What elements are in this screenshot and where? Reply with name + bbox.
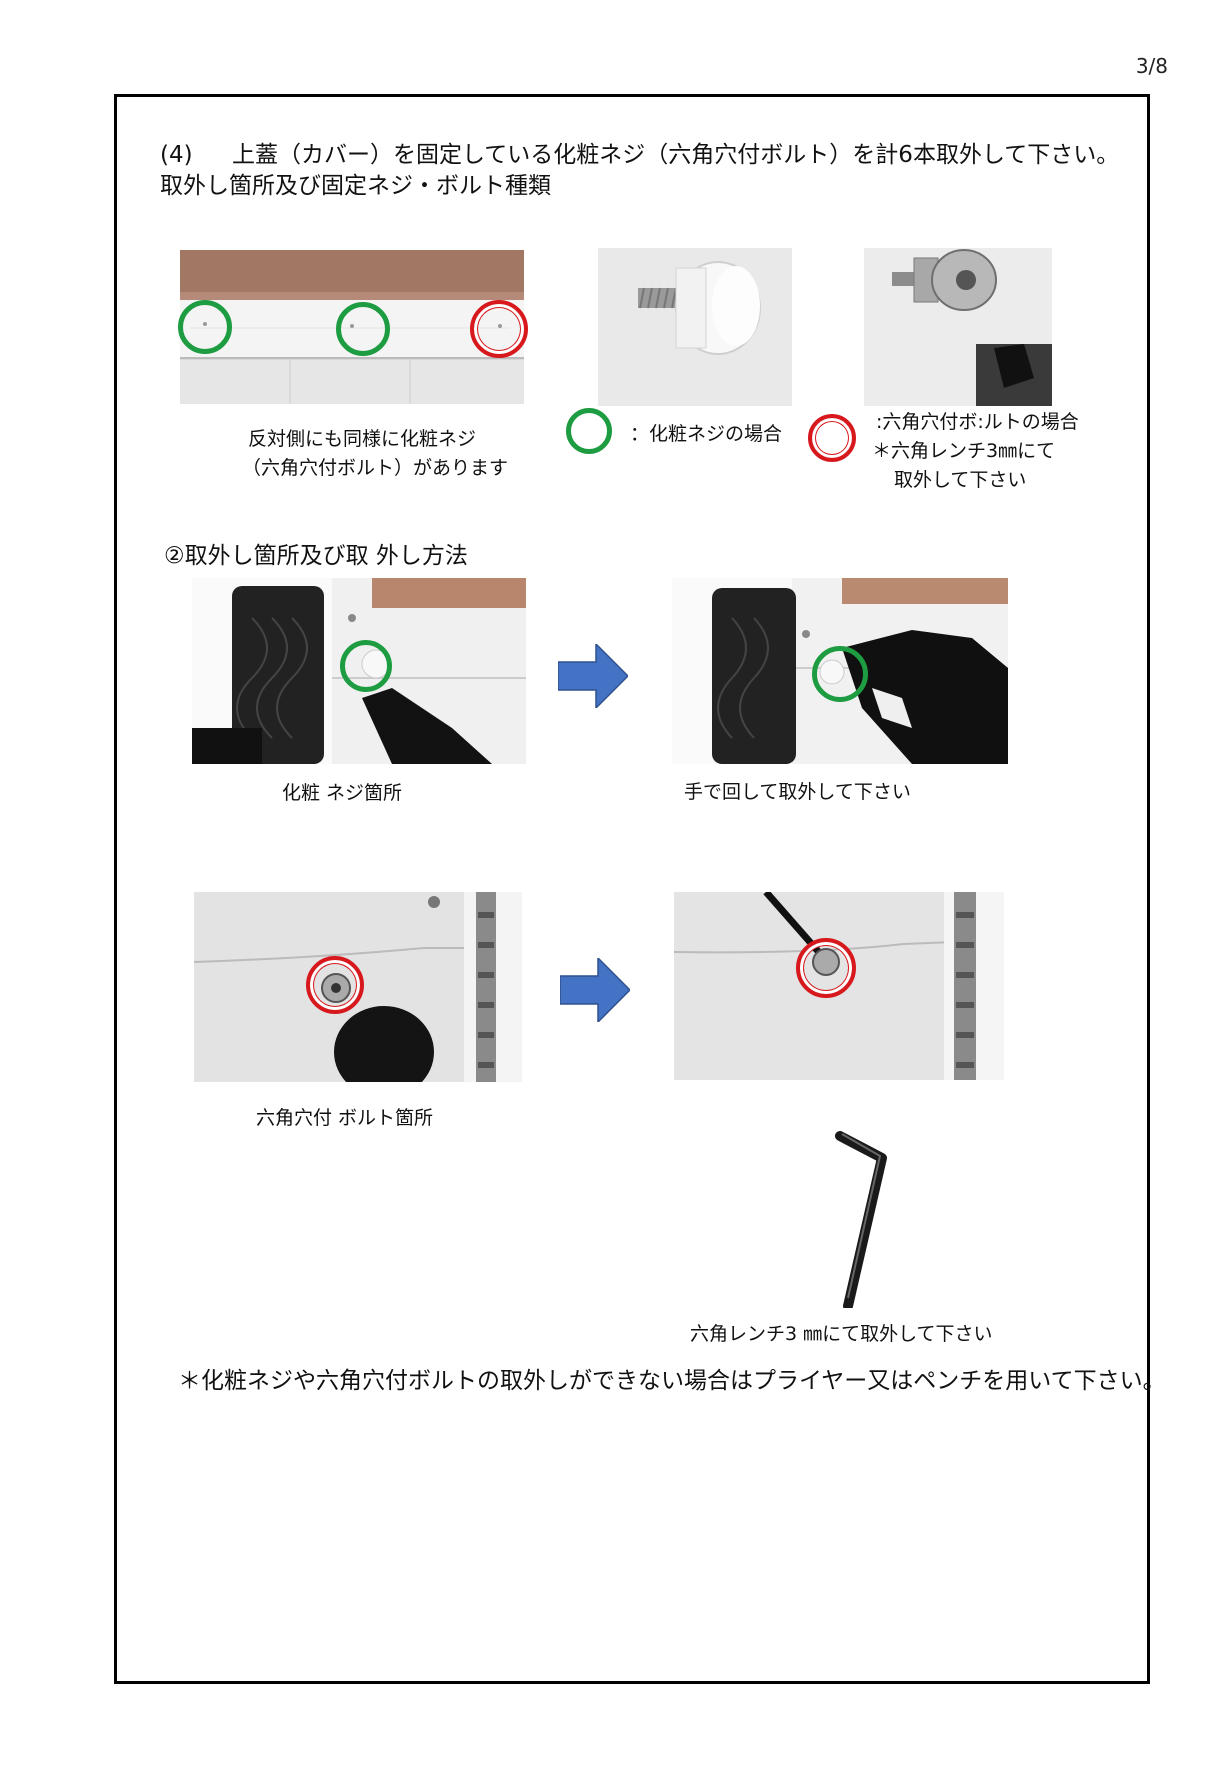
hex-bolt-photo [864,248,1052,406]
legend-red-line2: ＊六角レンチ3㎜にて [872,440,1056,462]
step-heading-line1: 上蓋（カバー）を固定している化粧ネジ（六角穴付ボルト）を計6本取外して下さい。 [232,142,1120,168]
red-circle-icon [306,956,364,1014]
green-circle-icon [566,408,612,454]
hex-wrench-photo [820,1118,904,1308]
red-circle-icon [796,938,856,998]
caption-hex-bolt: 六角穴付 ボルト箇所 [256,1107,434,1129]
step-heading-line2: 取外し箇所及び固定ネジ・ボルト種類 [160,173,551,199]
legend-green-text: ：化粧ネジの場合 [630,423,783,445]
green-circle-icon [340,640,392,692]
footer-note: ＊化粧ネジや六角穴付ボルトの取外しができない場合はプライヤー又はペンチを用いて下… [178,1368,1166,1394]
caption-decor-screw: 化粧 ネジ箇所 [282,782,403,804]
page-frame [114,94,1150,1684]
page-number: 3/8 [1135,54,1168,78]
top-caption-line1: 反対側にも同様に化粧ネジ [248,428,477,450]
red-circle-icon [808,414,856,462]
caption-hex-wrench: 六角レンチ3 ㎜にて取外して下さい [690,1323,993,1345]
top-caption-line2: （六角穴付ボルト）があります [242,457,509,479]
right-arrow-icon [559,956,632,1026]
legend-red-line3: 取外して下さい [894,469,1027,491]
green-circle-icon [812,646,868,702]
green-circle-icon [336,302,390,356]
thumb-screw-photo [598,248,792,406]
green-circle-icon [178,300,232,354]
legend-red-line1: :六角穴付ボ:ルトの場合 [876,411,1079,433]
turn-by-hand-photo [672,578,1008,764]
caption-turn-by-hand: 手で回して取外して下さい [684,781,911,803]
decor-screw-location-photo [192,578,526,764]
right-arrow-icon [557,642,630,712]
step-number: (4) [160,142,193,168]
section2-heading: ②取外し箇所及び取 外し方法 [164,543,468,569]
red-circle-icon [470,300,528,358]
